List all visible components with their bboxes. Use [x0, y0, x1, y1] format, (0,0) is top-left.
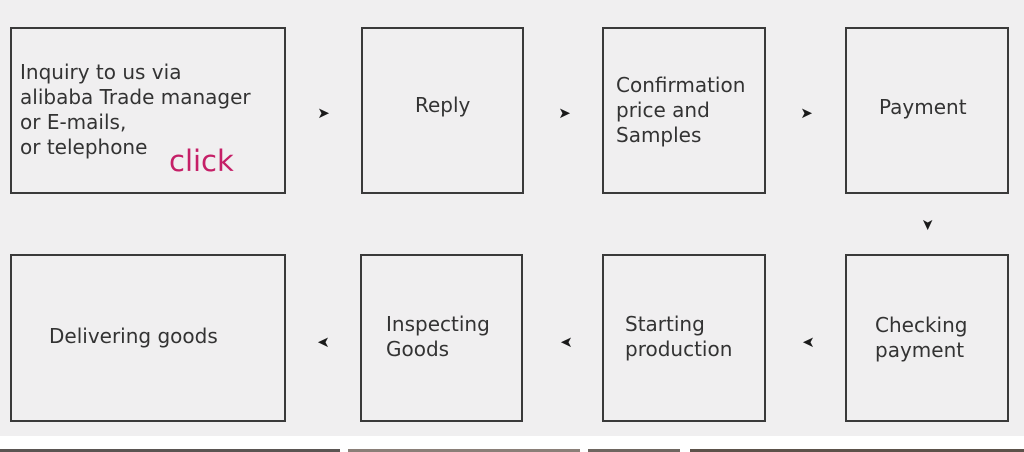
- arrow-left-icon: ➤: [560, 333, 573, 351]
- thumbnail-image: [348, 449, 580, 452]
- step-inspecting-goods: Inspecting Goods: [360, 254, 523, 422]
- step-confirmation: Confirmation price and Samples: [602, 27, 766, 194]
- step-inquiry-line-3: or E-mails,: [20, 110, 127, 134]
- arrow-left-icon: ➤: [317, 333, 330, 351]
- step-inquiry-line-2: alibaba Trade manager: [20, 85, 251, 109]
- step-starting-production-line-2: production: [625, 337, 733, 361]
- step-checking-payment-line-2: payment: [875, 338, 965, 362]
- step-payment-label: Payment: [879, 95, 967, 119]
- step-inquiry: Inquiry to us via alibaba Trade manager …: [10, 27, 286, 194]
- arrow-right-icon: ➤: [800, 104, 813, 122]
- step-delivering-goods-label: Delivering goods: [49, 324, 218, 348]
- arrow-left-icon: ➤: [802, 333, 815, 351]
- step-inquiry-line-1: Inquiry to us via: [20, 60, 182, 84]
- step-checking-payment-line-1: Checking: [875, 313, 968, 337]
- arrow-right-icon: ➤: [317, 104, 330, 122]
- click-link[interactable]: click: [169, 144, 234, 178]
- step-confirmation-line-3: Samples: [616, 123, 702, 147]
- step-reply: Reply: [361, 27, 524, 194]
- step-reply-label: Reply: [415, 93, 471, 117]
- step-confirmation-line-1: Confirmation: [616, 73, 746, 97]
- arrow-right-icon: ➤: [558, 104, 571, 122]
- bottom-strip: [0, 436, 1024, 452]
- arrow-down-icon: ➤: [919, 218, 937, 231]
- step-starting-production-line-1: Starting: [625, 312, 705, 336]
- thumbnail-image: [690, 449, 1024, 452]
- thumbnail-image: [0, 449, 340, 452]
- step-inquiry-line-4: or telephone: [20, 135, 148, 159]
- step-inspecting-goods-line-2: Goods: [386, 337, 450, 361]
- step-starting-production: Starting production: [602, 254, 766, 422]
- step-delivering-goods: Delivering goods: [10, 254, 286, 422]
- thumbnail-image: [588, 449, 680, 452]
- step-inspecting-goods-line-1: Inspecting: [386, 312, 490, 336]
- step-payment: Payment: [845, 27, 1009, 194]
- step-checking-payment: Checking payment: [845, 254, 1009, 422]
- step-confirmation-line-2: price and: [616, 98, 710, 122]
